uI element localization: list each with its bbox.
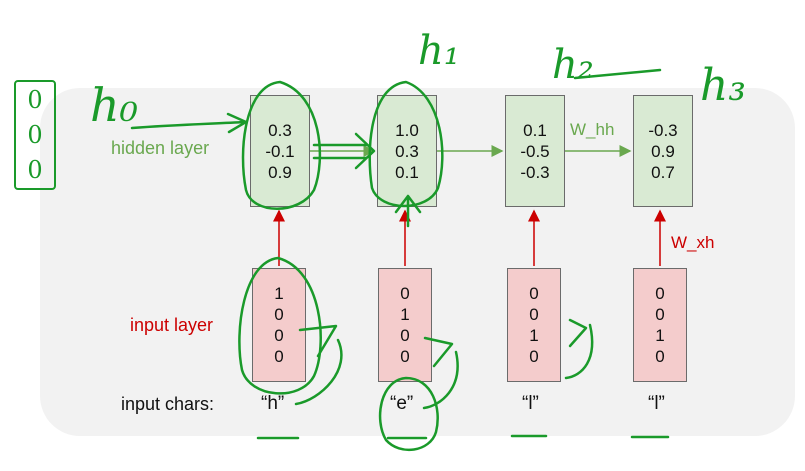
hidden-value: 0.1: [523, 120, 547, 140]
hidden-value: -0.1: [265, 141, 295, 161]
input-value: 0: [529, 284, 539, 303]
input-layer-label: input layer: [130, 315, 214, 335]
hidden-state-box-2: 1.0 0.3 0.1: [377, 95, 437, 207]
input-vector-box-3: 0 0 1 0: [507, 268, 561, 382]
input-vector-box-2: 0 1 0 0: [378, 268, 432, 382]
handwritten-h3: h₃: [700, 60, 746, 111]
handwritten-h2: h₂: [552, 42, 594, 88]
input-value: 0: [529, 305, 539, 324]
hidden-value: 0.7: [651, 162, 675, 182]
input-value: 0: [274, 347, 284, 366]
input-value: 0: [655, 305, 665, 324]
input-char: “l”: [522, 393, 539, 414]
hidden-layer-label: hidden layer: [111, 138, 210, 158]
hidden-value: 0.9: [268, 162, 292, 182]
input-value: 0: [274, 326, 284, 345]
hidden-value: 1.0: [395, 120, 419, 140]
input-value: 0: [655, 284, 665, 303]
input-value: 0: [274, 305, 284, 324]
input-chars-label: input chars:: [121, 394, 215, 414]
input-value: 0: [655, 347, 665, 366]
w-xh-label: W_xh: [671, 233, 715, 252]
hidden-value: -0.3: [520, 162, 550, 182]
handwritten-zero: 0: [27, 85, 43, 114]
hidden-value: 0.3: [395, 141, 419, 161]
handwritten-zero: 0: [27, 156, 43, 185]
hidden-state-box-4: -0.3 0.9 0.7: [633, 95, 693, 207]
input-value: 1: [655, 326, 665, 345]
input-char: “h”: [261, 393, 285, 414]
hidden-value: 0.1: [395, 162, 419, 182]
input-value: 0: [400, 326, 410, 345]
input-value: 0: [400, 284, 410, 303]
hidden-state-box-3: 0.1 -0.5 -0.3: [505, 95, 565, 207]
handwritten-h1: h₁: [418, 28, 460, 74]
input-value: 1: [400, 305, 410, 324]
hidden-value: -0.3: [648, 120, 678, 140]
input-vector-box-1: 1 0 0 0: [252, 268, 306, 382]
hidden-state-box-1: 0.3 -0.1 0.9: [250, 95, 310, 207]
handwritten-h0: h₀: [90, 78, 139, 132]
handwritten-zero-vector: 0 0 0: [14, 80, 56, 190]
input-char: “l”: [648, 393, 665, 414]
input-value: 1: [274, 284, 284, 303]
w-hh-label: W_hh: [570, 120, 615, 139]
handwritten-zero: 0: [27, 120, 43, 149]
input-value: 0: [400, 347, 410, 366]
input-vector-box-4: 0 0 1 0: [633, 268, 687, 382]
hidden-value: -0.5: [520, 141, 550, 161]
input-value: 1: [529, 326, 539, 345]
input-value: 0: [529, 347, 539, 366]
input-char: “e”: [390, 393, 414, 414]
hidden-value: 0.3: [268, 120, 292, 140]
hidden-value: 0.9: [651, 141, 675, 161]
